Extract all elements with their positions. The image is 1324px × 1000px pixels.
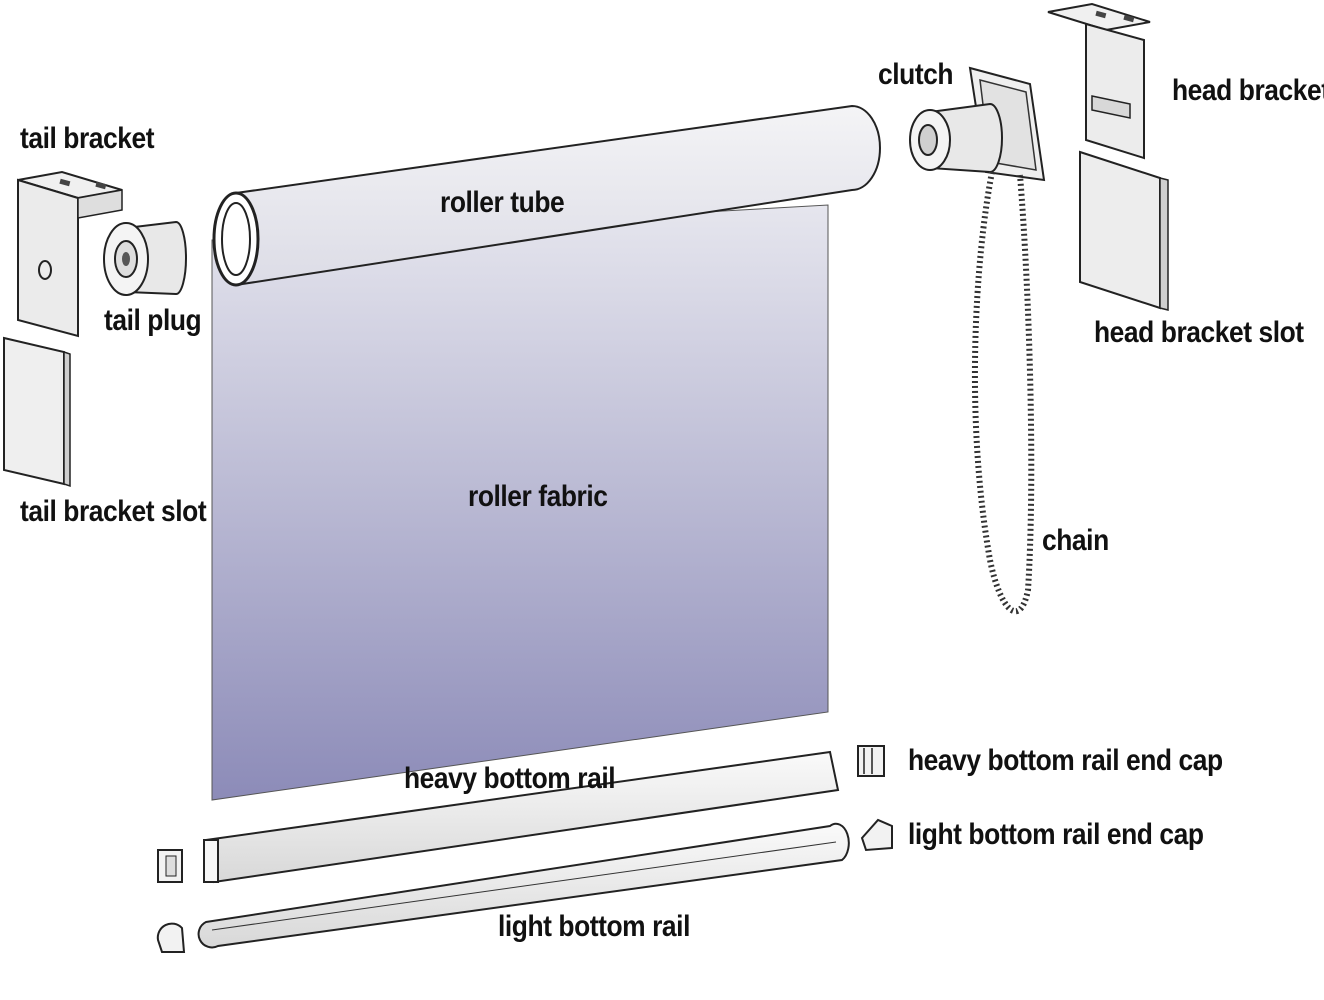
clutch-shape: [909, 66, 1046, 182]
label-tail-bracket-slot: tail bracket slot: [20, 495, 207, 528]
label-head-bracket-slot: head bracket slot: [1094, 316, 1304, 349]
label-tail-plug: tail plug: [104, 304, 202, 337]
heavy-bottom-rail-end-cap-right-shape: [857, 745, 885, 777]
heavy-bottom-rail-shape: [203, 750, 840, 884]
label-clutch: clutch: [878, 58, 954, 91]
label-light-bottom-rail-end-cap: light bottom rail end cap: [908, 818, 1204, 851]
tail-plug-shape: [103, 220, 187, 296]
chain-shape: [971, 171, 1035, 615]
heavy-bottom-rail-end-cap-left-shape: [157, 849, 183, 883]
head-bracket-shape: [1047, 2, 1151, 160]
label-roller-fabric: roller fabric: [468, 480, 608, 513]
tail-bracket-slot-shape: [3, 336, 71, 488]
label-chain: chain: [1042, 524, 1109, 557]
light-bottom-rail-shape: [197, 822, 850, 949]
label-heavy-bottom-rail: heavy bottom rail: [404, 762, 616, 795]
light-bottom-rail-end-cap-left-shape: [156, 922, 186, 953]
label-roller-tube: roller tube: [440, 186, 565, 219]
label-head-bracket: head bracket: [1172, 74, 1324, 107]
label-tail-bracket: tail bracket: [20, 122, 155, 155]
tail-bracket-shape: [17, 170, 123, 338]
roller-tube-shape: [212, 104, 881, 287]
label-heavy-bottom-rail-end-cap: heavy bottom rail end cap: [908, 744, 1223, 777]
light-bottom-rail-end-cap-right-shape: [860, 818, 893, 852]
label-light-bottom-rail: light bottom rail: [498, 910, 690, 943]
head-bracket-slot-shape: [1079, 150, 1169, 311]
